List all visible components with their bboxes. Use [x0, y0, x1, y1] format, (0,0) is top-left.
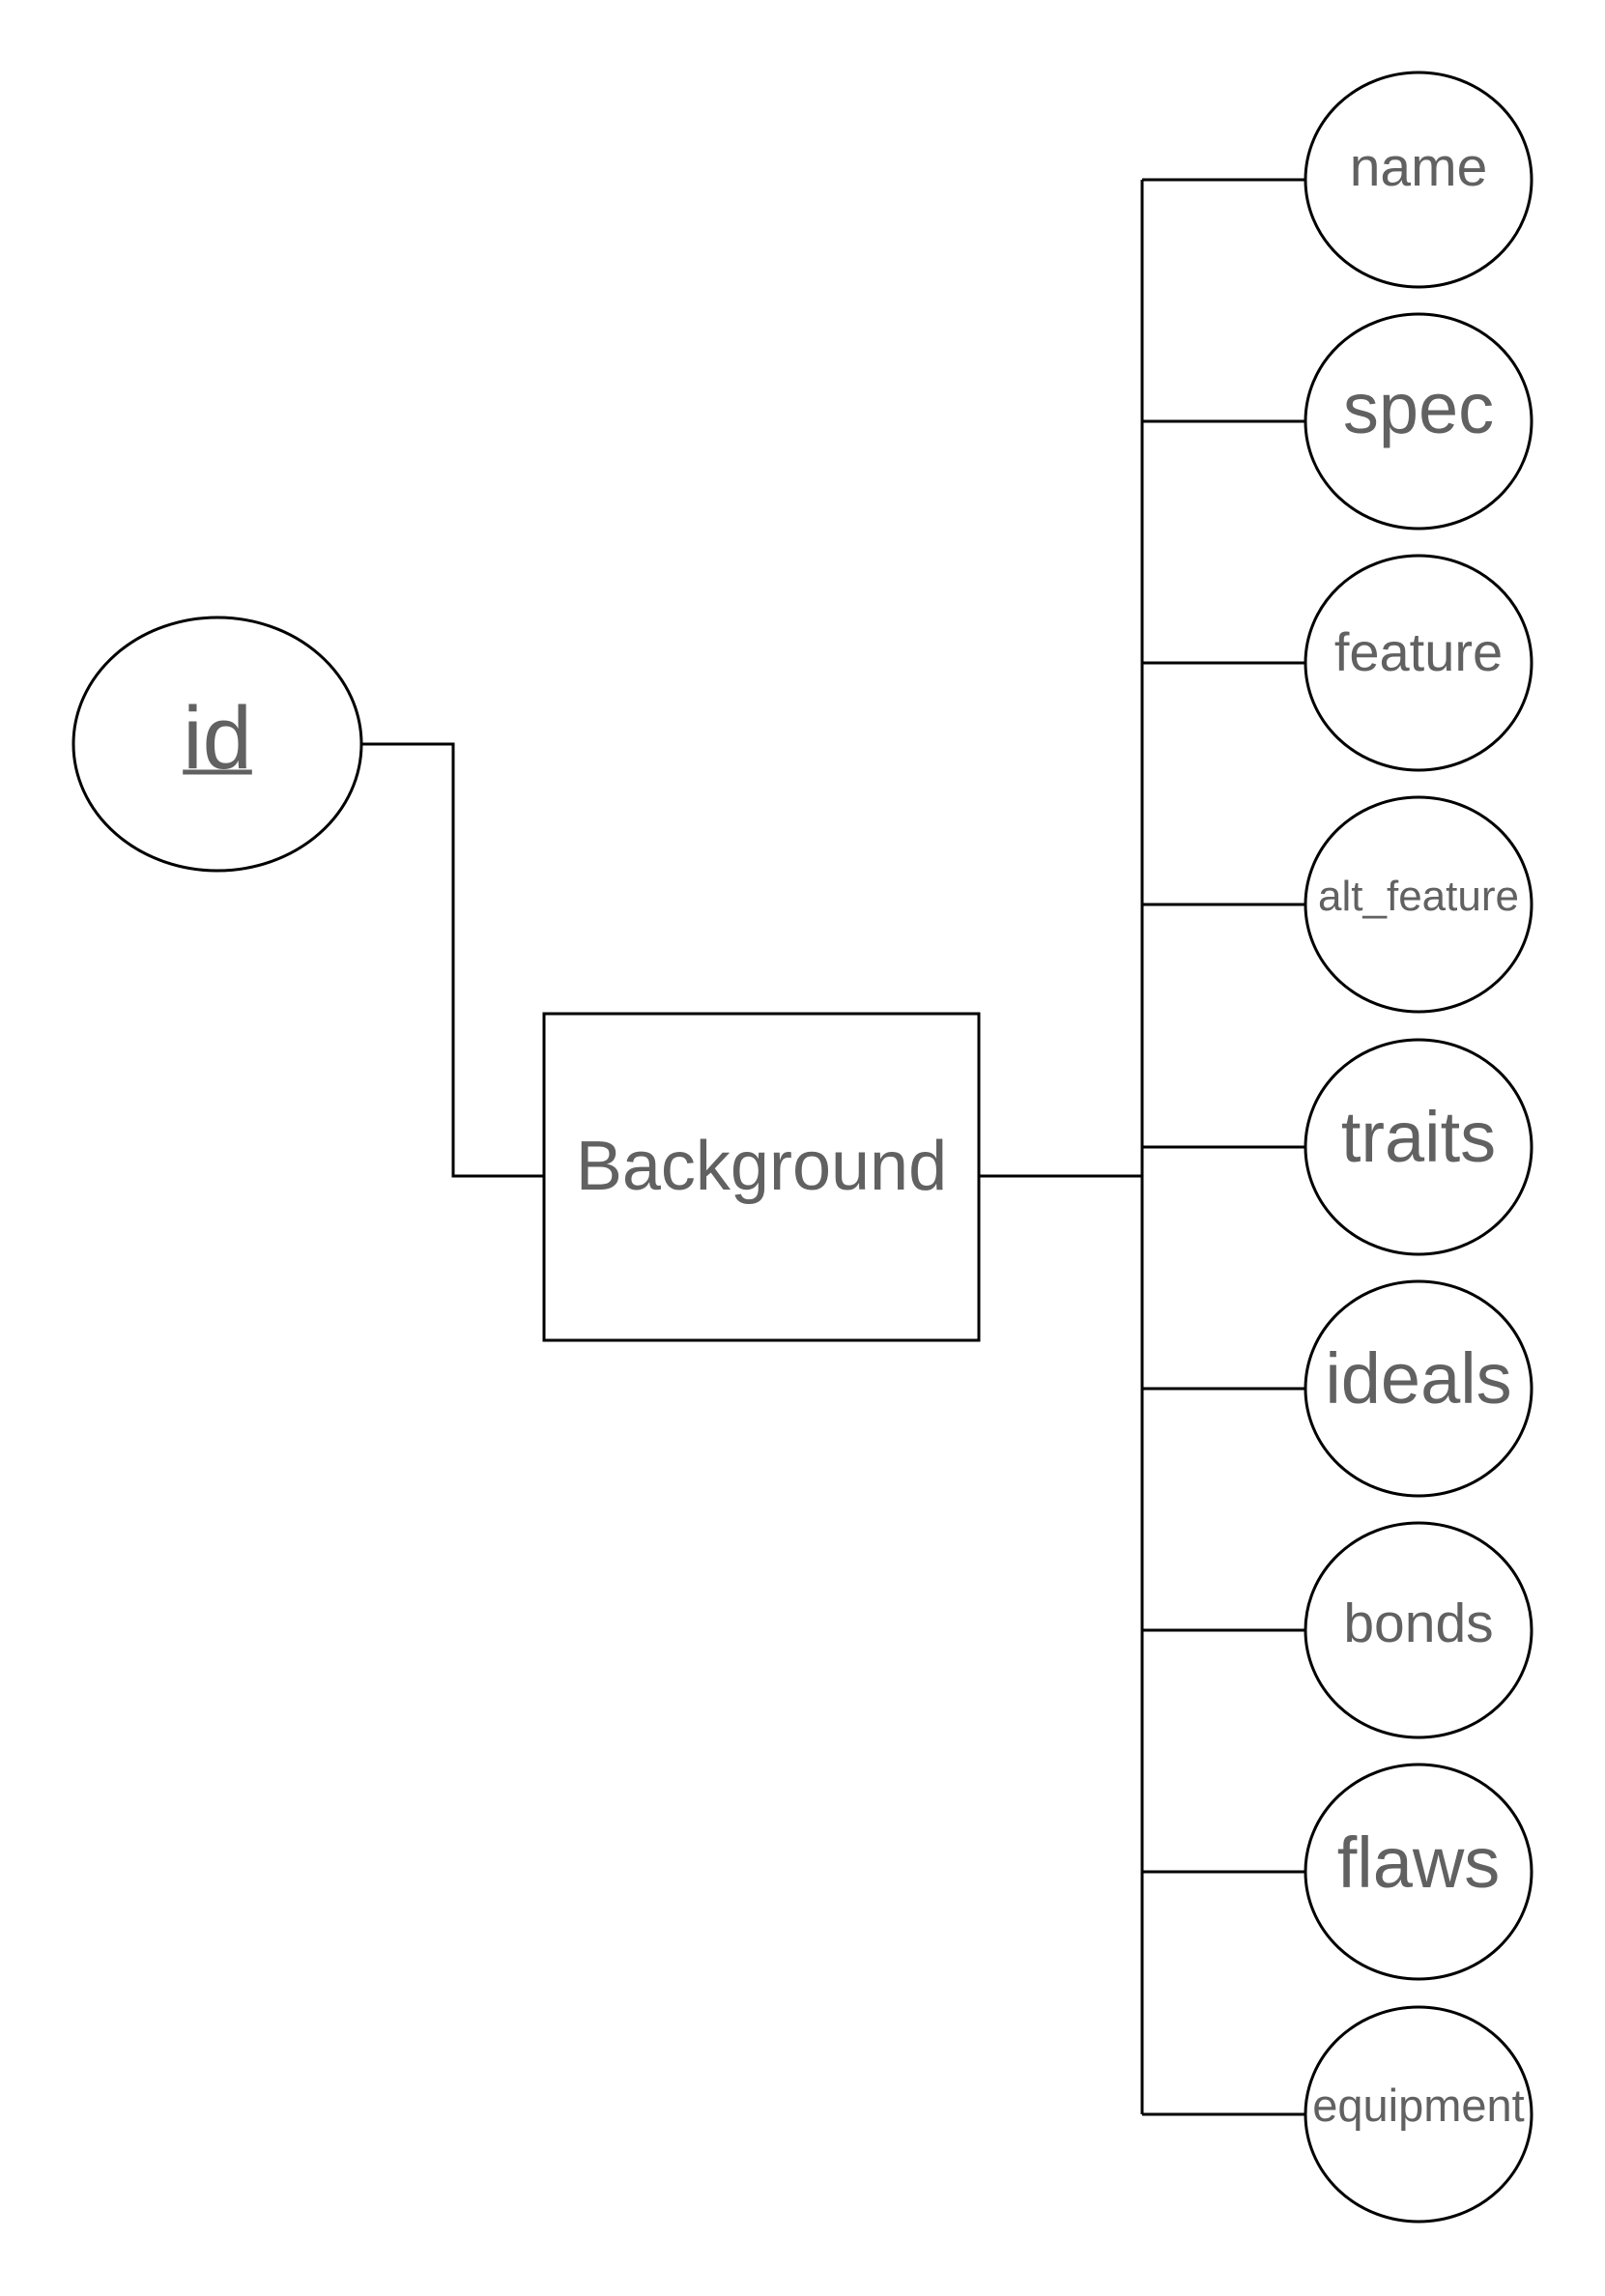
attribute-feature[interactable]: feature [1304, 554, 1533, 772]
attribute-label: alt_feature [1318, 873, 1519, 920]
attribute-ideals[interactable]: ideals [1304, 1279, 1533, 1498]
attribute-label: name [1350, 136, 1488, 198]
attribute-label: flaws [1337, 1822, 1501, 1903]
entity-background[interactable]: Background [542, 1012, 981, 1342]
attribute-equipment[interactable]: equipment [1304, 2005, 1533, 2224]
attribute-bonds[interactable]: bonds [1304, 1521, 1533, 1739]
attribute-traits[interactable]: traits [1304, 1038, 1533, 1256]
key-attribute-id[interactable]: id [72, 616, 363, 873]
attribute-label: traits [1341, 1097, 1496, 1177]
attribute-label: ideals [1325, 1338, 1511, 1419]
attribute-label: spec [1343, 368, 1494, 448]
attribute-spec[interactable]: spec [1304, 312, 1533, 531]
connectors [361, 178, 1305, 2116]
attribute-flaws[interactable]: flaws [1304, 1763, 1533, 1981]
entity-label: Background [576, 1128, 947, 1205]
attribute-label: equipment [1312, 2080, 1525, 2131]
attribute-name[interactable]: name [1304, 71, 1533, 289]
attribute-label: bonds [1343, 1593, 1493, 1654]
attribute-alt-feature[interactable]: alt_feature [1304, 795, 1533, 1014]
attribute-label: feature [1334, 621, 1503, 682]
id-to-entity-connector [361, 742, 544, 1178]
